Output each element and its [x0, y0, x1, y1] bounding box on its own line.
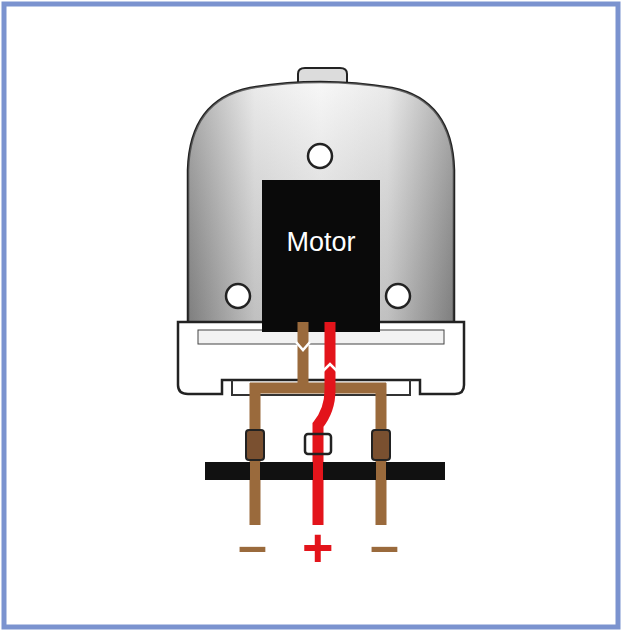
buffer-beam — [198, 330, 444, 344]
bumper — [178, 322, 464, 394]
pickup-shoe — [305, 434, 331, 454]
loco-body — [188, 82, 454, 330]
wheel — [246, 430, 264, 460]
lamp — [226, 284, 250, 308]
head-lamp — [308, 144, 332, 168]
track-sleeper — [205, 462, 445, 480]
rail-cross — [250, 462, 260, 480]
rail-cross — [376, 462, 386, 480]
motor-box: Motor — [262, 180, 380, 322]
wheel — [372, 430, 390, 460]
down-arrow — [296, 342, 310, 350]
lamp — [386, 284, 410, 308]
motor-label: Motor — [262, 228, 380, 258]
plus-sign: + — [302, 520, 334, 574]
minus-sign: – — [238, 519, 267, 571]
stud-cross — [313, 462, 323, 480]
frame — [4, 4, 618, 627]
minus-sign: – — [370, 519, 399, 571]
body-shade — [188, 82, 454, 330]
up-arrow — [322, 364, 338, 372]
